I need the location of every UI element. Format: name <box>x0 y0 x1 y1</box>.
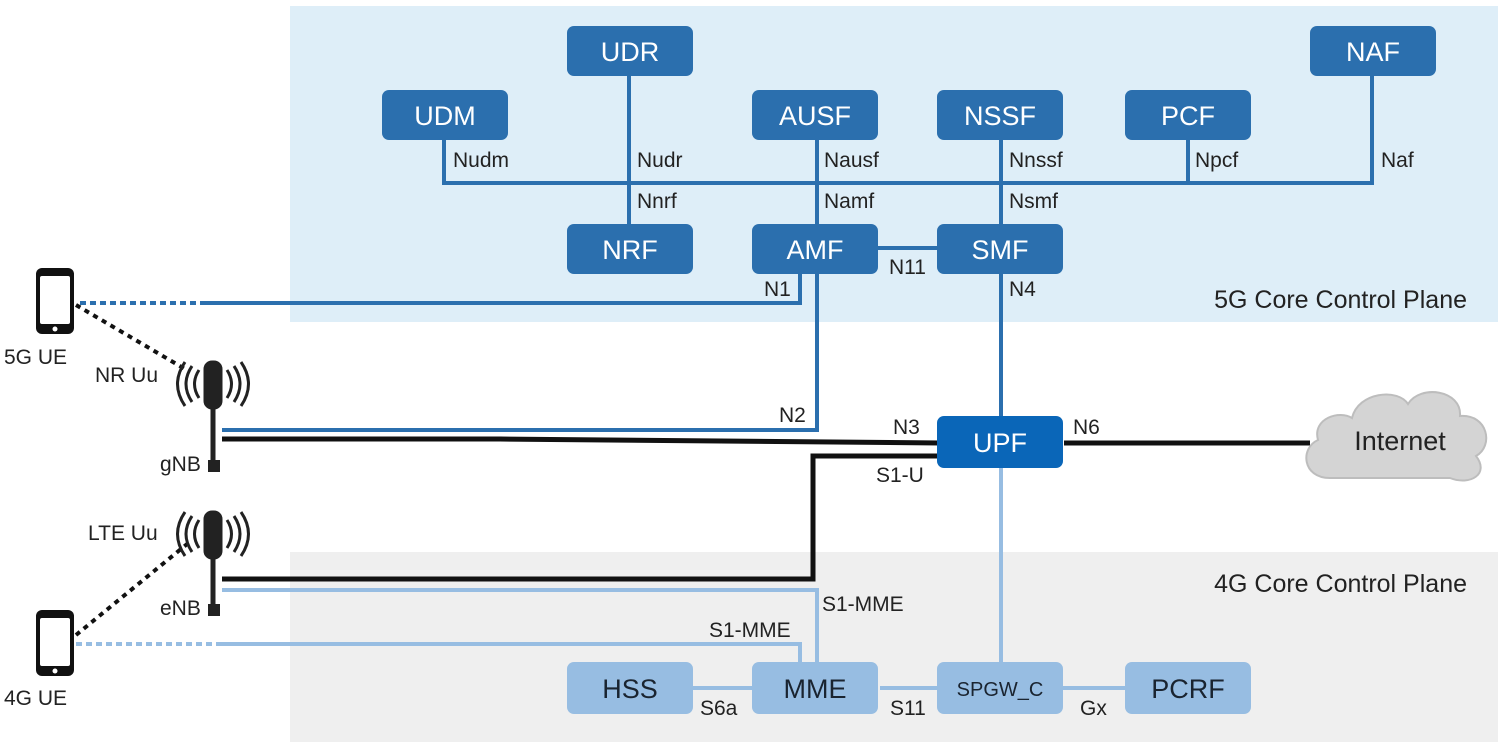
node-pcrf[interactable]: PCRF <box>1125 662 1251 714</box>
node-ausf[interactable]: AUSF <box>752 90 878 140</box>
iface-nsmf: Nsmf <box>1009 190 1058 213</box>
iface-nausf: Nausf <box>824 149 879 172</box>
iface-naf: Naf <box>1381 149 1414 172</box>
iface-n4: N4 <box>1009 278 1036 301</box>
ue-5g-label: 5G UE <box>4 346 67 369</box>
iface-s6a: S6a <box>700 697 738 720</box>
iface-gx: Gx <box>1080 697 1107 720</box>
node-pcrf-label: PCRF <box>1151 674 1225 704</box>
node-upf[interactable]: UPF <box>937 416 1063 468</box>
gnb-label: gNB <box>160 453 201 476</box>
iface-nudm: Nudm <box>453 149 509 172</box>
node-spgw-c-label: SPGW_C <box>957 679 1044 701</box>
iface-namf: Namf <box>824 190 874 213</box>
node-naf[interactable]: NAF <box>1310 26 1436 76</box>
user-plane-links <box>222 436 1310 582</box>
iface-n11: N11 <box>889 256 926 279</box>
node-smf[interactable]: SMF <box>937 224 1063 274</box>
node-ausf-label: AUSF <box>779 101 851 131</box>
node-mme-label: MME <box>784 674 847 704</box>
lte-uu-label: LTE Uu <box>88 522 158 545</box>
ue-4g-label: 4G UE <box>4 687 67 710</box>
node-amf[interactable]: AMF <box>752 224 878 274</box>
iface-n3: N3 <box>893 416 920 439</box>
node-upf-label: UPF <box>973 428 1027 458</box>
iface-s11: S11 <box>890 697 926 720</box>
internet-label: Internet <box>1354 426 1446 456</box>
iface-s1mme-left: S1-MME <box>709 619 791 642</box>
node-hss[interactable]: HSS <box>567 662 693 714</box>
smartphone-icon <box>36 268 74 334</box>
node-amf-label: AMF <box>787 235 844 265</box>
iface-n2: N2 <box>779 404 806 427</box>
lte-links <box>222 468 1126 690</box>
node-nrf-label: NRF <box>602 235 658 265</box>
iface-npcf: Npcf <box>1195 149 1238 172</box>
iface-nnssf: Nnssf <box>1009 149 1063 172</box>
iface-n6: N6 <box>1073 416 1100 439</box>
region-5g-core <box>290 6 1498 322</box>
node-hss-label: HSS <box>602 674 658 704</box>
enb-label: eNB <box>160 597 201 620</box>
iface-nudr: Nudr <box>637 149 683 172</box>
node-udr-label: UDR <box>601 37 660 67</box>
iface-n1: N1 <box>764 278 791 301</box>
node-udm-label: UDM <box>414 101 476 131</box>
region-4g-label: 4G Core Control Plane <box>1214 570 1467 598</box>
region-4g-core <box>290 552 1498 742</box>
node-nssf-label: NSSF <box>964 101 1036 131</box>
iface-s1u: S1-U <box>876 464 924 487</box>
cloud-icon: Internet <box>1305 391 1488 482</box>
radio-links <box>74 303 194 637</box>
node-nrf[interactable]: NRF <box>567 224 693 274</box>
region-5g-label: 5G Core Control Plane <box>1214 286 1467 314</box>
node-udr[interactable]: UDR <box>567 26 693 76</box>
node-udm[interactable]: UDM <box>382 90 508 140</box>
nr-uu-label: NR Uu <box>95 364 158 387</box>
node-mme[interactable]: MME <box>752 662 878 714</box>
node-nssf[interactable]: NSSF <box>937 90 1063 140</box>
sbi-links <box>200 76 1374 432</box>
node-spgw-c[interactable]: SPGW_C <box>937 662 1063 714</box>
smartphone-icon <box>36 610 74 676</box>
node-pcf[interactable]: PCF <box>1125 90 1251 140</box>
node-smf-label: SMF <box>972 235 1029 265</box>
iface-s1mme-right: S1-MME <box>822 593 904 616</box>
antenna-icon <box>176 360 250 472</box>
iface-nnrf: Nnrf <box>637 190 677 213</box>
node-pcf-label: PCF <box>1161 101 1215 131</box>
node-naf-label: NAF <box>1346 37 1400 67</box>
antenna-icon <box>176 510 250 616</box>
